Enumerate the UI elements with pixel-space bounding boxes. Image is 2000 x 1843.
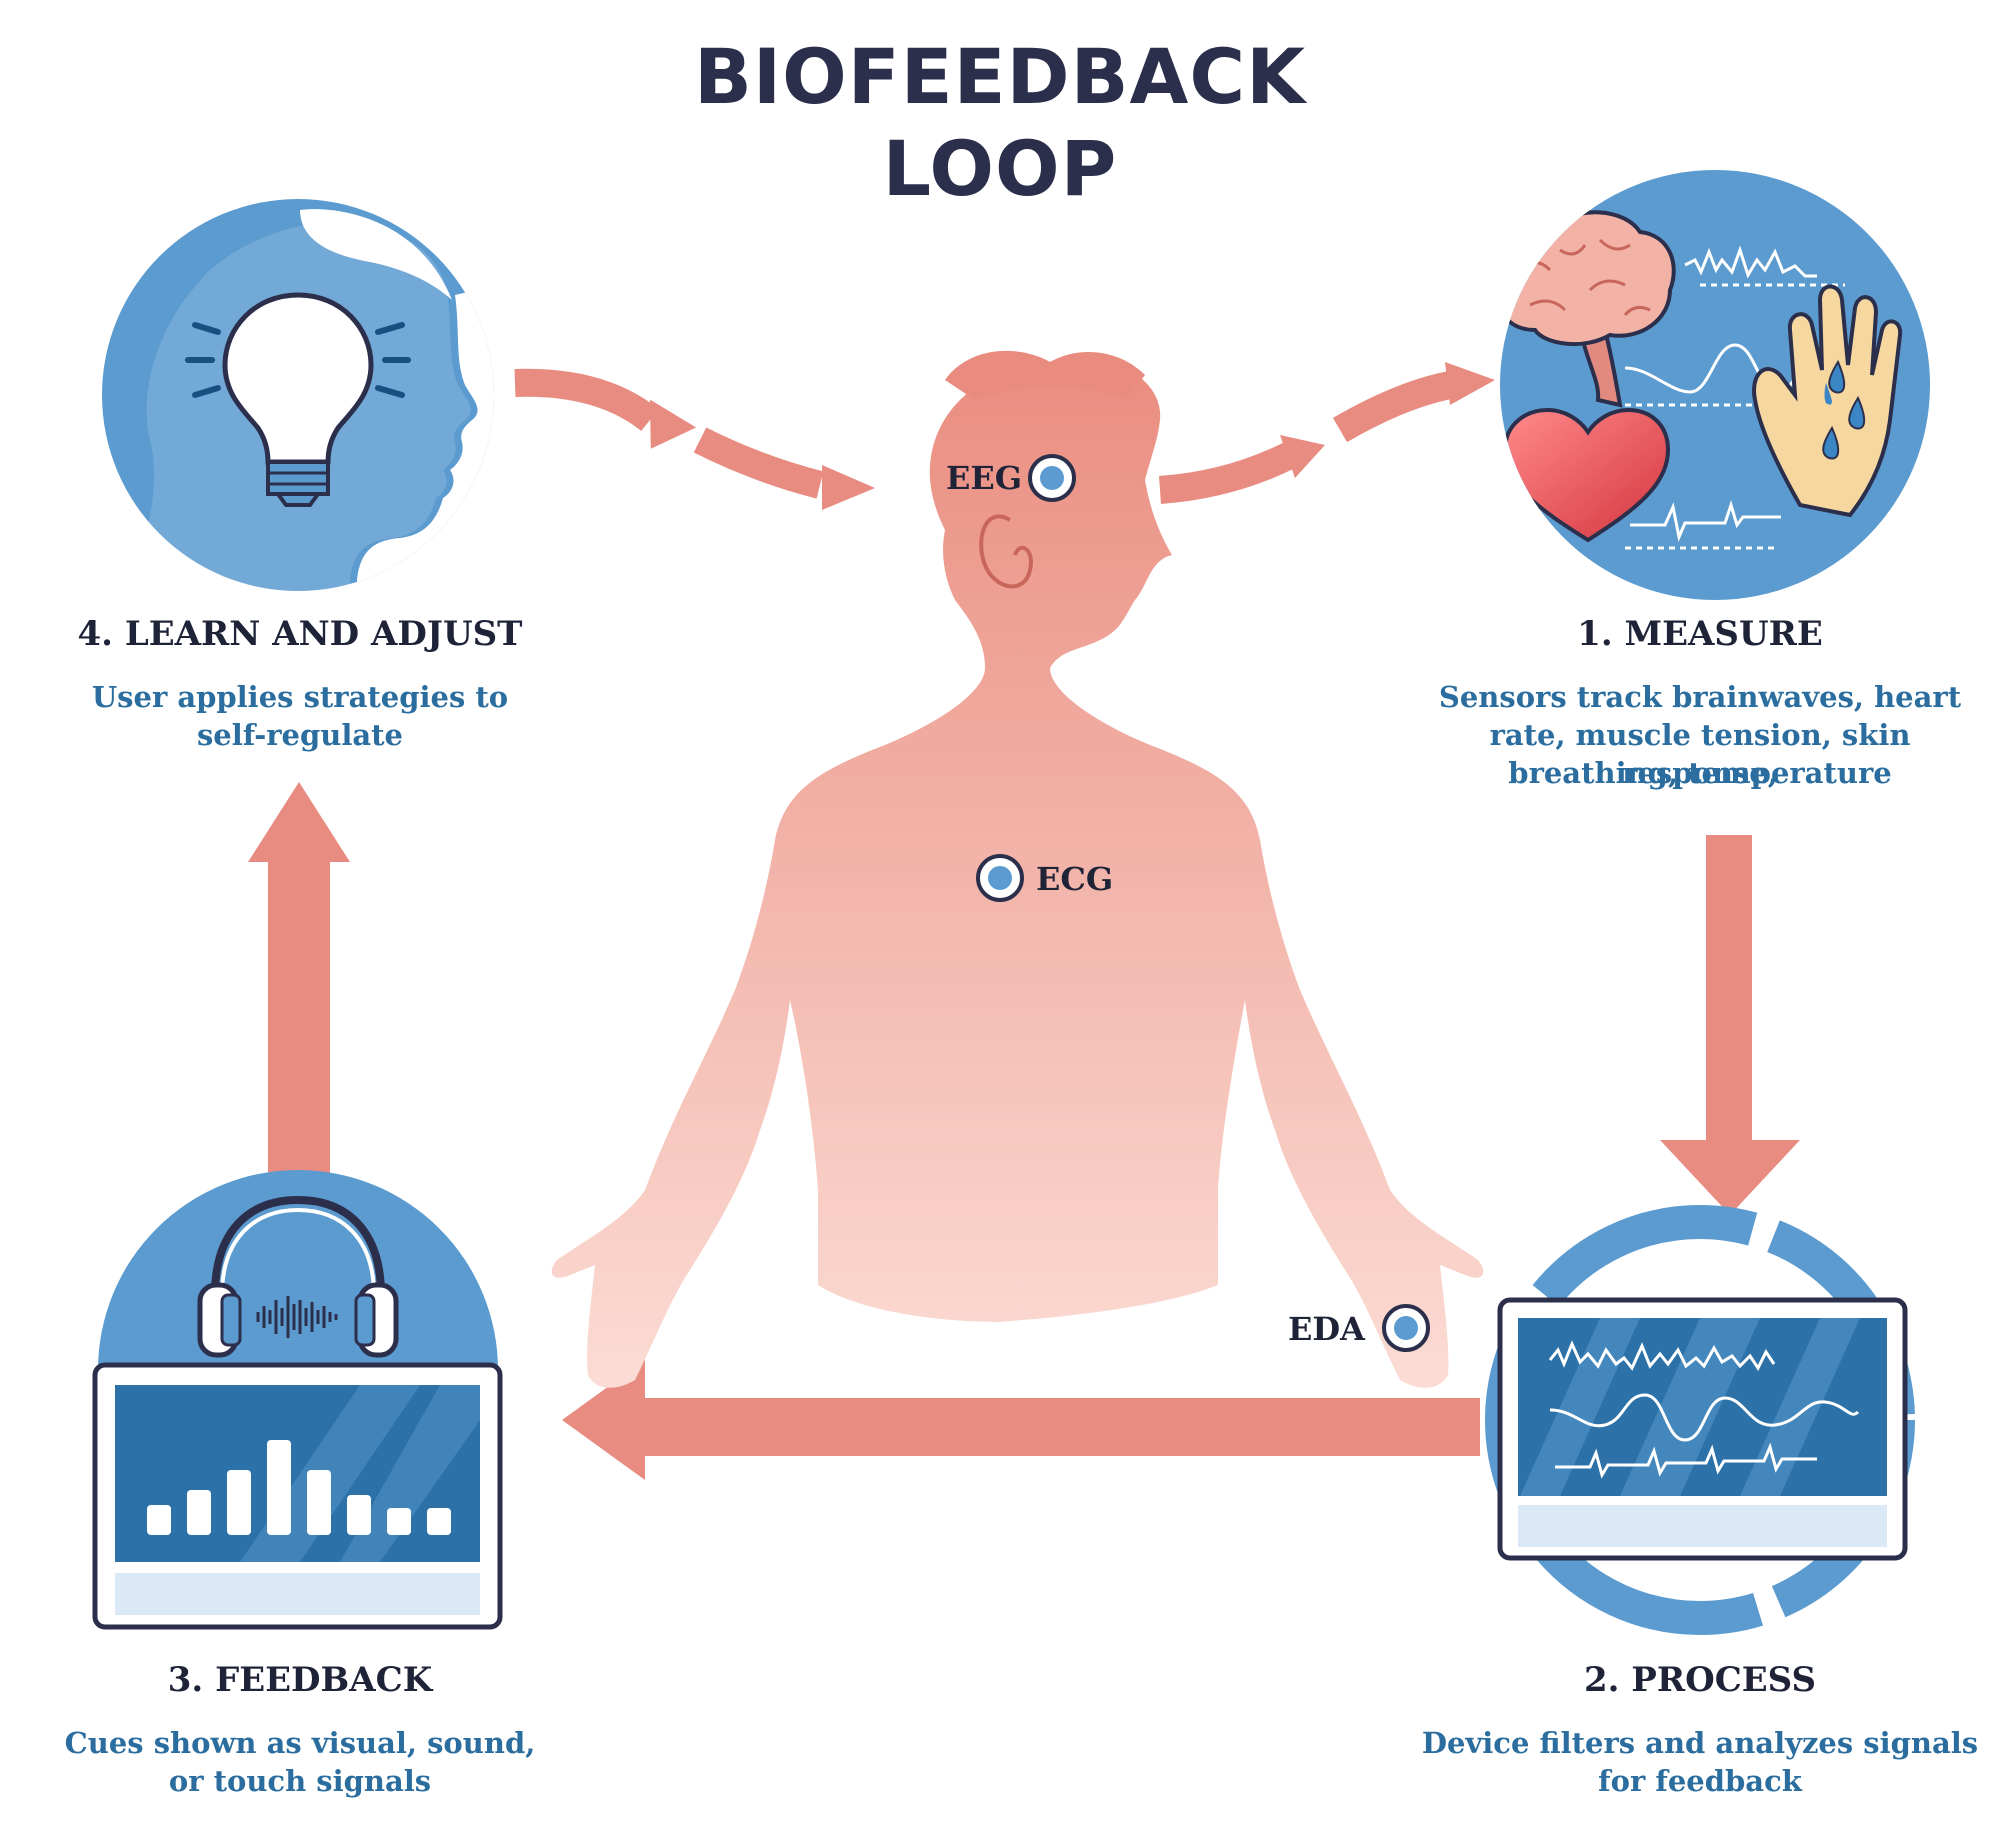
monitor-screen bbox=[115, 1385, 480, 1562]
sensor-eda: EDA bbox=[1288, 1304, 1430, 1352]
arrow-measure-to-process bbox=[1706, 835, 1752, 1145]
sensor-ecg: ECG bbox=[976, 854, 1113, 902]
arrow-learn-to-body bbox=[514, 368, 659, 432]
lightbulb-icon bbox=[185, 292, 411, 507]
process-illustration bbox=[1485, 1205, 1915, 1635]
hand-icon bbox=[1752, 284, 1903, 518]
step-feedback-title: 3. FEEDBACK bbox=[167, 1660, 433, 1700]
step-measure-title: 1. MEASURE bbox=[1577, 614, 1823, 654]
step-process-title: 2. PROCESS bbox=[1583, 1660, 1817, 1700]
arrow-body-to-measure bbox=[1158, 442, 1297, 504]
sweat-drop bbox=[1822, 425, 1840, 460]
sensor-ecg-label: ECG bbox=[1036, 860, 1113, 898]
learn-illustration bbox=[102, 199, 494, 591]
step-feedback-desc-2: or touch signals bbox=[168, 1764, 432, 1798]
page-title-line-1: BIOFEEDBACK bbox=[693, 32, 1307, 121]
sensor-eeg-label: EEG bbox=[946, 459, 1022, 497]
step-learn-title: 4. LEARN AND ADJUST bbox=[77, 614, 523, 654]
step-measure-desc-1: Sensors track brainwaves, heart bbox=[1438, 680, 1962, 714]
brainwave-signal bbox=[1684, 245, 1817, 279]
sweat-drop bbox=[1828, 359, 1846, 394]
arrow-feedback-to-learn bbox=[268, 855, 330, 1175]
sweat-drop bbox=[1848, 395, 1866, 430]
step-measure-desc-2: rate, muscle tension, skin response, bbox=[1489, 718, 1911, 790]
ear bbox=[979, 514, 1033, 589]
page-title-line-2: LOOP bbox=[882, 124, 1118, 213]
step-process-desc-2: for feedback bbox=[1598, 1764, 1802, 1798]
step-learn-desc-2: self-regulate bbox=[196, 718, 404, 752]
step-measure-desc-3: breathing, temperature bbox=[1508, 756, 1892, 790]
loop-arrows bbox=[248, 362, 1800, 1480]
sensor-eda-label: EDA bbox=[1288, 1310, 1366, 1348]
audio-level-bars bbox=[147, 1440, 451, 1535]
measure-illustration bbox=[1500, 170, 1930, 600]
headphones-icon bbox=[197, 1195, 399, 1358]
step-feedback-desc-1: Cues shown as visual, sound, bbox=[64, 1726, 536, 1760]
arrow-process-to-feedback bbox=[640, 1398, 1480, 1456]
step-process-desc-1: Device filters and analyzes signals bbox=[1421, 1726, 1979, 1760]
feedback-illustration bbox=[92, 1170, 503, 1630]
sensor-eeg: EEG bbox=[946, 454, 1076, 502]
heart-rate-signal bbox=[1630, 500, 1781, 543]
step-learn-desc-1: User applies strategies to bbox=[91, 680, 509, 714]
